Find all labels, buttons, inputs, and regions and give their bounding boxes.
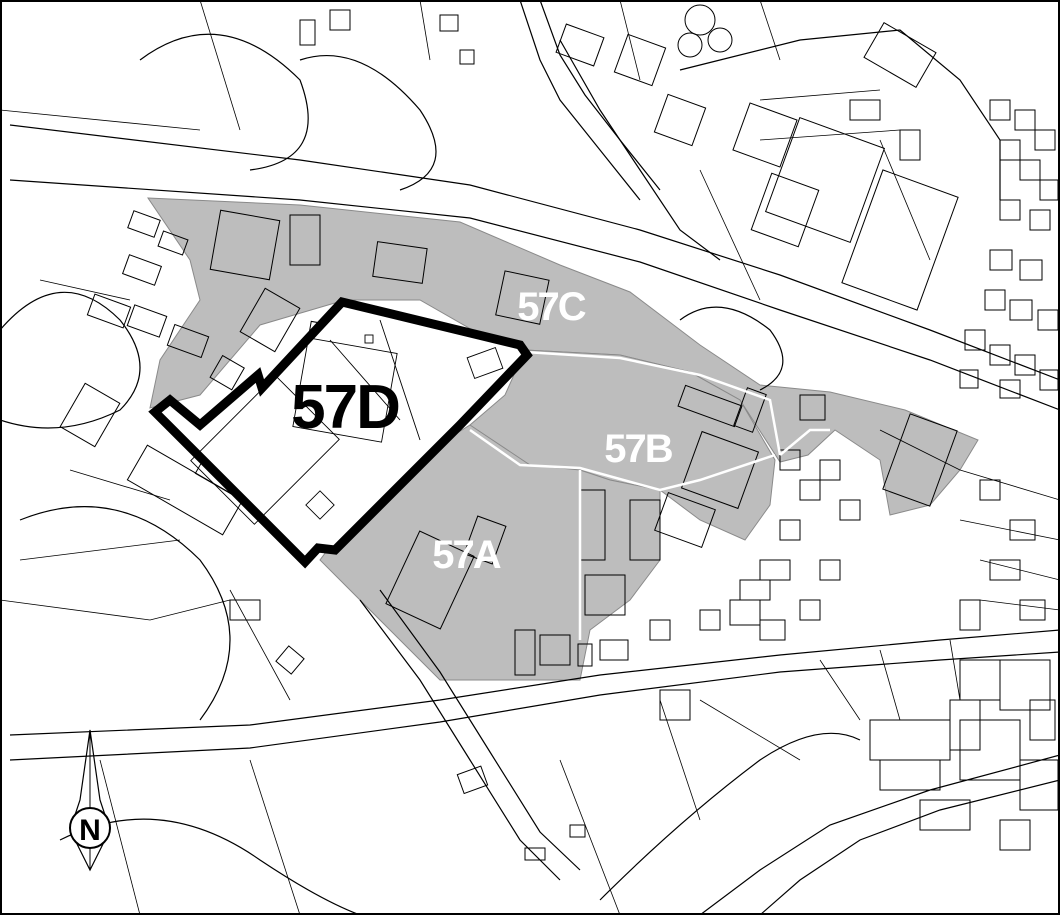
zone-label-57C: 57C — [517, 285, 585, 329]
zone-boundaries — [469, 350, 830, 640]
shaded-zones — [147, 197, 979, 681]
zone-label-57D: 57D — [291, 373, 399, 442]
north-arrow-letter: N — [79, 814, 101, 847]
zone-labels: 57D 57C 57B 57A — [291, 285, 675, 577]
north-arrow-icon: N — [69, 729, 111, 872]
building-footprints — [59, 4, 1059, 861]
zone-57D-boundary — [148, 297, 533, 569]
zone-57D-buildings — [190, 319, 504, 525]
zone-57C-area — [147, 197, 979, 516]
zone-label-57A: 57A — [432, 533, 500, 577]
zone-label-57B: 57B — [604, 427, 672, 471]
